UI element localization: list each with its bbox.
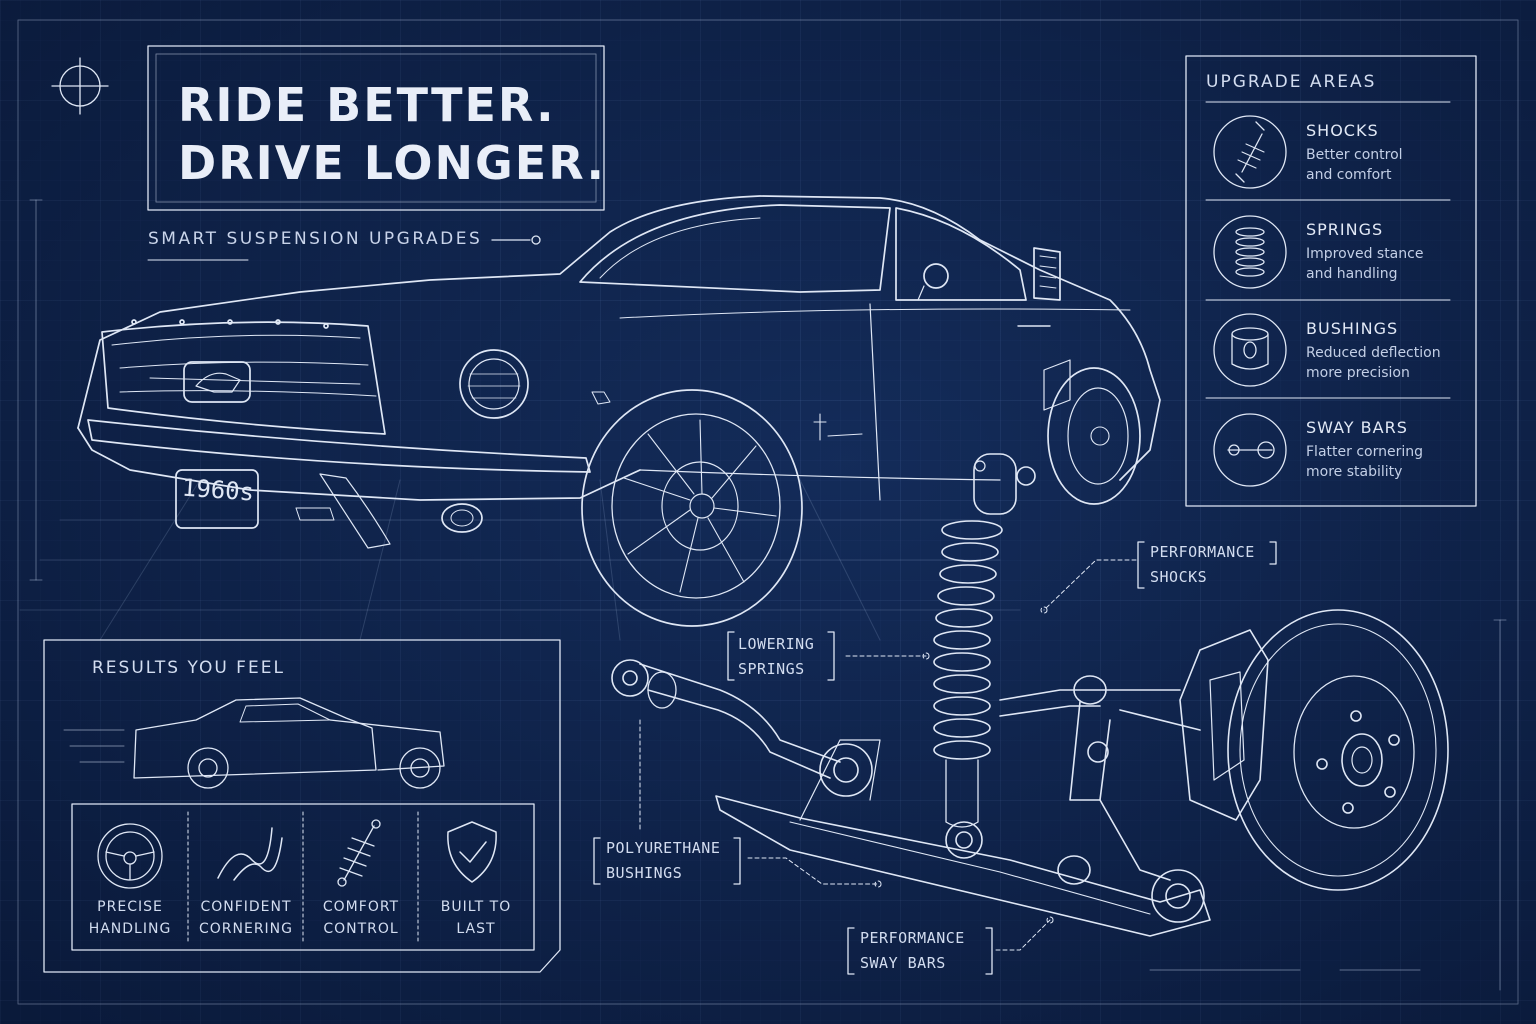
callout-performance-sway-bars: PERFORMANCE SWAY BARS [860,926,965,976]
subtitle: SMART SUSPENSION UPGRADES [148,229,483,249]
upgrade-desc-2: and handling [1306,266,1398,282]
callout-line-2: SWAY BARS [860,954,946,972]
callout-lowering-springs: LOWERING SPRINGS [738,632,814,682]
ground-perspective-grid [19,479,1021,641]
callout-polyurethane-bushings: POLYURETHANE BUSHINGS [606,836,720,886]
upgrade-desc-2: more stability [1306,464,1403,480]
headline: RIDE BETTER. DRIVE LONGER. [178,76,606,192]
upgrade-desc-1: Better control [1306,147,1403,163]
callout-line-2: SHOCKS [1150,568,1208,586]
upgrade-desc-1: Improved stance [1306,246,1424,262]
callout-line-2: BUSHINGS [606,864,683,882]
callout-leaders [639,559,1137,951]
sway-bar-icon [1213,413,1287,487]
upgrade-item-bushings: BUSHINGS Reduced deflection more precisi… [1306,319,1441,383]
callout-line-1: PERFORMANCE [860,929,965,947]
upgrade-name: SWAY BARS [1306,418,1408,437]
callout-performance-shocks: PERFORMANCE SHOCKS [1150,540,1255,590]
lower-control-arm [715,739,1211,937]
callout-line-1: POLYURETHANE [606,839,721,857]
callout-brackets [593,541,1277,975]
bushing-icon [1213,313,1287,387]
coil-spring-icon [1213,215,1287,289]
steering-wheel-icon [97,823,163,889]
result-line-2: HANDLING [88,921,172,937]
upgrade-desc-1: Flatter cornering [1306,444,1423,460]
result-line-2: LAST [456,921,496,937]
headline-frame [147,45,605,211]
crosshair-icon [51,57,109,115]
brake-disc [1227,609,1449,891]
sway-bar [611,659,841,779]
result-precise-handling: PRECISE HANDLING [74,896,186,940]
headline-line-2: DRIVE LONGER. [178,136,606,190]
comfort-shock-icon [337,819,381,887]
result-confident-cornering: CONFIDENT CORNERING [190,896,302,940]
shield-check-icon [447,821,497,883]
mustang-car-drawing [77,195,1161,627]
result-line-2: CONTROL [323,921,399,937]
suspension-assembly-drawing [611,453,1449,937]
front-wheel-drawing [581,389,803,627]
result-built-to-last: BUILT TO LAST [420,896,532,940]
upgrade-name: SHOCKS [1306,121,1379,140]
upgrade-desc-1: Reduced deflection [1306,345,1441,361]
headline-line-1: RIDE BETTER. [178,78,556,132]
result-line-1: PRECISE [97,899,163,915]
result-comfort-control: COMFORT CONTROL [305,896,417,940]
upgrade-name: SPRINGS [1306,220,1384,239]
result-line-1: CONFIDENT [200,899,292,915]
results-frame [43,639,561,973]
curved-road-icon [217,827,283,881]
coilover-shock [933,453,1036,859]
upgrade-item-shocks: SHOCKS Better control and comfort [1306,121,1403,185]
result-line-1: BUILT TO [440,899,512,915]
callout-line-1: PERFORMANCE [1150,543,1255,561]
result-line-1: COMFORT [322,899,400,915]
upgrade-areas-frame [1185,55,1477,507]
upgrade-name: BUSHINGS [1306,319,1399,338]
upgrade-item-sway-bars: SWAY BARS Flatter cornering more stabili… [1306,418,1423,482]
callout-line-2: SPRINGS [738,660,805,678]
rear-wheel-drawing [1047,367,1141,505]
shock-absorber-icon [1213,115,1287,189]
upper-control-arm [999,675,1201,881]
result-line-2: CORNERING [198,921,294,937]
upgrade-desc-2: more precision [1306,365,1410,381]
upgrade-areas-title: UPGRADE AREAS [1206,72,1377,92]
upgrade-item-springs: SPRINGS Improved stance and handling [1306,220,1423,284]
callout-line-1: LOWERING [738,635,815,653]
side-view-car-icon [63,697,445,789]
results-title: RESULTS YOU FEEL [92,658,285,678]
license-plate: 1960s [180,473,256,507]
upgrade-desc-2: and comfort [1306,167,1392,183]
